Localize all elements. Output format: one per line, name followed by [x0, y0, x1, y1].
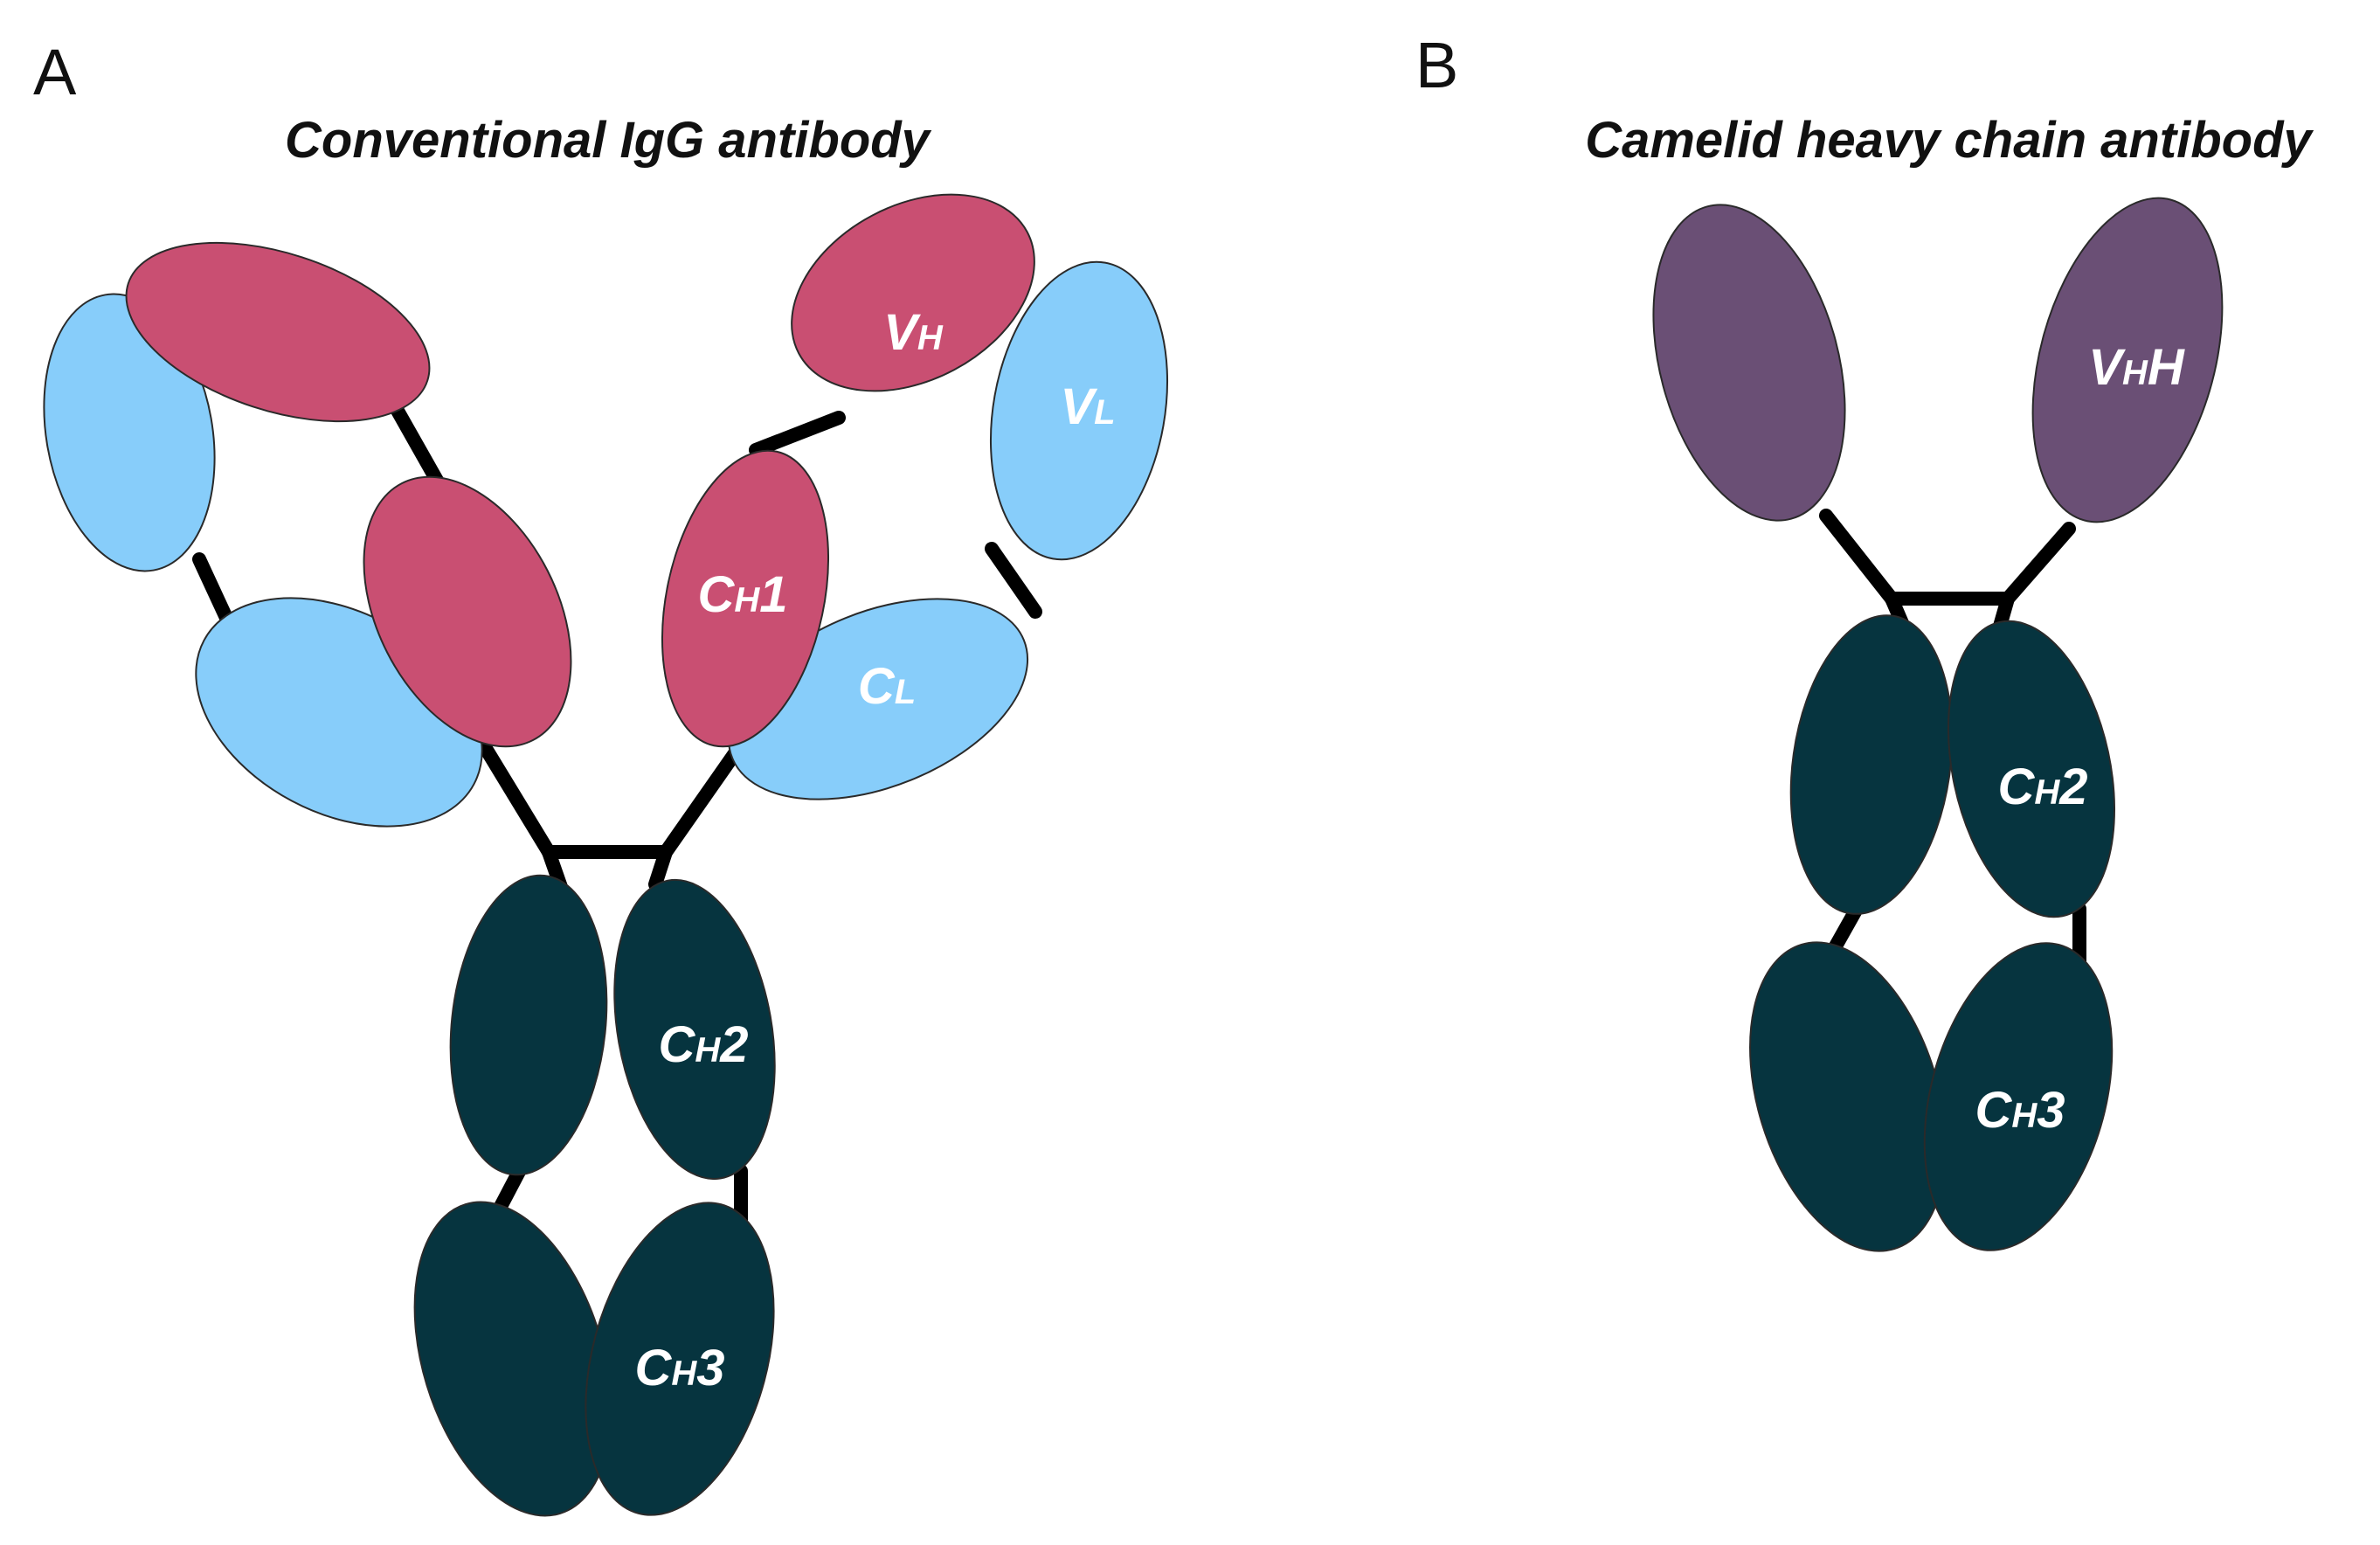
- label-vhh: VHH: [2088, 339, 2185, 396]
- label-ch1: CH1: [697, 566, 787, 623]
- hinge-right-arm: [2001, 522, 2076, 606]
- linker-right-vh-ch1: [749, 411, 846, 457]
- label-vh: VH: [883, 304, 944, 361]
- panel-a-letter: A: [33, 36, 77, 108]
- label-ch2: CH2: [1997, 759, 2087, 815]
- label-vl: VL: [1060, 378, 1115, 435]
- left-ch2-domain: [1789, 614, 1954, 915]
- right-ch3-domain: [1923, 942, 2114, 1251]
- left-ch3-domain: [1749, 941, 1947, 1252]
- panel-b: B Camelid heavy chain antibody VHH CH2 C…: [1415, 29, 2314, 1252]
- right-ch2-domain: [613, 878, 776, 1181]
- right-ch3-domain: [585, 1202, 775, 1516]
- right-vhh-domain: [2031, 197, 2224, 523]
- label-ch3: CH3: [1975, 1082, 2065, 1139]
- hinge-right-arm: [659, 740, 746, 859]
- panel-b-letter: B: [1415, 29, 1458, 101]
- right-ch2-domain: [1947, 620, 2116, 918]
- linker-right-vl-cl: [985, 542, 1042, 619]
- left-vh-domain: [125, 241, 431, 423]
- label-cl: CL: [858, 658, 916, 715]
- left-vhh-domain: [1652, 204, 1846, 522]
- left-ch1-domain: [363, 475, 572, 748]
- hinge-left-arm: [1819, 509, 1899, 606]
- panel-a: A Conventional IgG antibody: [33, 36, 1169, 1517]
- label-ch3: CH3: [634, 1340, 724, 1396]
- panel-b-title: Camelid heavy chain antibody: [1585, 112, 2314, 169]
- right-vh-domain: [791, 193, 1035, 392]
- hinge-left-arm: [475, 736, 556, 859]
- panel-a-linkers: [192, 404, 1042, 1257]
- panel-a-title: Conventional IgG antibody: [285, 112, 932, 169]
- right-vl-domain: [989, 260, 1169, 561]
- left-ch2-domain: [449, 874, 608, 1176]
- right-ch1-domain: [661, 449, 830, 748]
- label-ch2: CH2: [658, 1016, 748, 1073]
- hinge-right-down: [648, 845, 673, 891]
